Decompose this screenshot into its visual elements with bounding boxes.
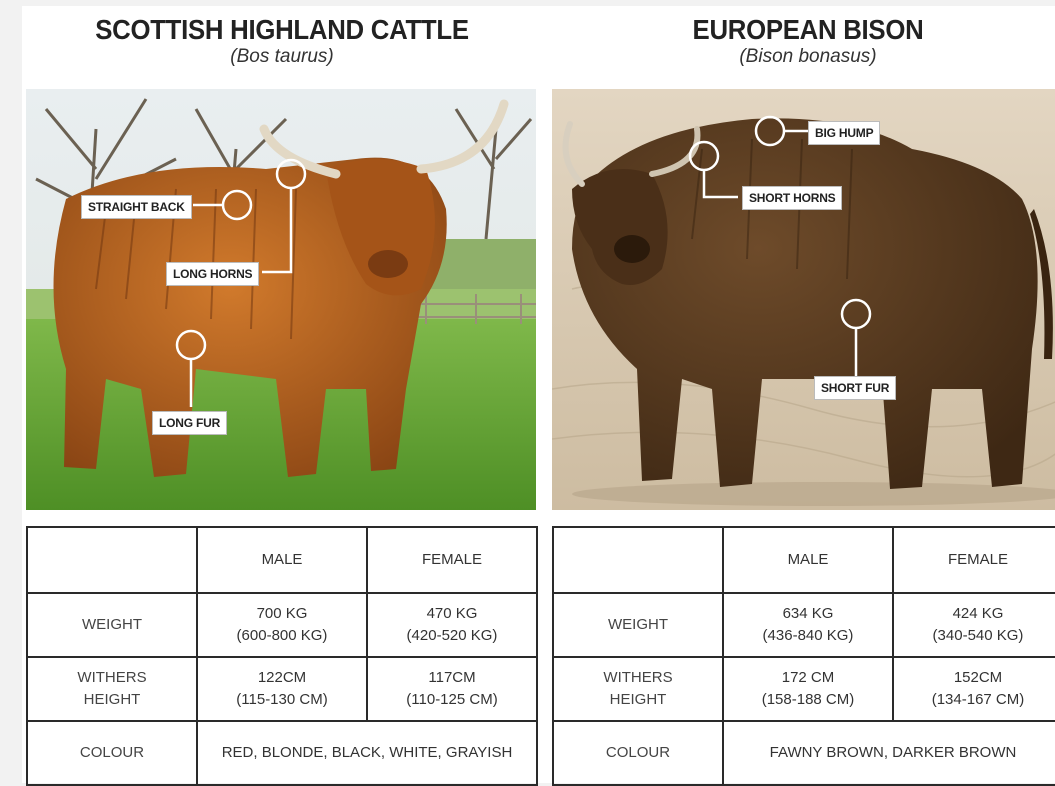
table-row-withers: WITHERS HEIGHT 122CM (115-130 CM) 117CM … xyxy=(26,656,538,722)
weight-female-range: (340-540 KG) xyxy=(932,627,1024,644)
infographic-sheet: SCOTTISH HIGHLAND CATTLE (Bos taurus) xyxy=(22,6,1055,786)
callout-straight-back: STRAIGHT BACK xyxy=(81,195,192,219)
table-header-row: MALE FEMALE xyxy=(26,526,538,594)
bison-scientific-name: (Bison bonasus) xyxy=(739,46,877,67)
bison-illustration xyxy=(552,89,1055,510)
withers-label-line2: HEIGHT xyxy=(609,691,667,708)
callout-long-fur: LONG FUR xyxy=(152,411,228,435)
cattle-illustration xyxy=(26,89,536,510)
cattle-scientific-name: (Bos taurus) xyxy=(230,46,334,67)
callout-short-horns: SHORT HORNS xyxy=(742,186,843,210)
withers-male-value: 122CM xyxy=(257,669,307,686)
cattle-photo: STRAIGHT BACK LONG HORNS LONG FUR xyxy=(26,89,536,510)
table-row-colour: COLOUR RED, BLONDE, BLACK, WHITE, GRAYIS… xyxy=(26,720,538,786)
weight-female-range: (420-520 KG) xyxy=(406,627,498,644)
cell-withers-male: 172 CM (158-188 CM) xyxy=(722,656,894,722)
withers-label-line1: WITHERS xyxy=(77,669,147,686)
cell-colour-value: RED, BLONDE, BLACK, WHITE, GRAYISH xyxy=(196,720,538,786)
row-label-weight: WEIGHT xyxy=(26,592,198,658)
row-label-withers: WITHERS HEIGHT xyxy=(26,656,198,722)
table-row-weight: WEIGHT 634 KG (436-840 KG) 424 KG (340-5… xyxy=(552,592,1055,658)
table-row-colour: COLOUR FAWNY BROWN, DARKER BROWN xyxy=(552,720,1055,786)
bison-table: MALE FEMALE WEIGHT 634 KG (436-840 KG) 4… xyxy=(552,526,1055,786)
weight-male-range: (436-840 KG) xyxy=(762,627,854,644)
withers-label-line1: WITHERS xyxy=(603,669,673,686)
bison-column: EUROPEAN BISON (Bison bonasus) xyxy=(552,6,1055,786)
withers-male-range: (115-130 CM) xyxy=(236,691,328,708)
row-label-withers: WITHERS HEIGHT xyxy=(552,656,724,722)
weight-male-range: (600-800 KG) xyxy=(236,627,328,644)
cell-withers-female: 117CM (110-125 CM) xyxy=(366,656,538,722)
withers-female-range: (110-125 CM) xyxy=(406,691,498,708)
table-corner-cell xyxy=(26,526,198,594)
weight-female-value: 470 KG xyxy=(426,605,478,622)
cattle-table: MALE FEMALE WEIGHT 700 KG (600-800 KG) 4… xyxy=(26,526,538,786)
callout-long-horns: LONG HORNS xyxy=(166,262,260,286)
callout-short-fur: SHORT FUR xyxy=(814,376,897,400)
cell-weight-male: 700 KG (600-800 KG) xyxy=(196,592,368,658)
header-female: FEMALE xyxy=(892,526,1055,594)
cell-weight-female: 470 KG (420-520 KG) xyxy=(366,592,538,658)
weight-male-value: 700 KG xyxy=(256,605,308,622)
cell-colour-value: FAWNY BROWN, DARKER BROWN xyxy=(722,720,1055,786)
row-label-colour: COLOUR xyxy=(552,720,724,786)
cell-weight-male: 634 KG (436-840 KG) xyxy=(722,592,894,658)
table-corner-cell xyxy=(552,526,724,594)
cattle-title: SCOTTISH HIGHLAND CATTLE xyxy=(95,14,469,45)
table-header-row: MALE FEMALE xyxy=(552,526,1055,594)
callout-big-hump: BIG HUMP xyxy=(808,121,881,145)
cattle-column: SCOTTISH HIGHLAND CATTLE (Bos taurus) xyxy=(26,6,538,786)
withers-female-range: (134-167 CM) xyxy=(931,691,1025,708)
bison-title: EUROPEAN BISON xyxy=(692,14,924,45)
weight-female-value: 424 KG xyxy=(952,605,1004,622)
withers-male-range: (158-188 CM) xyxy=(761,691,855,708)
table-row-weight: WEIGHT 700 KG (600-800 KG) 470 KG (420-5… xyxy=(26,592,538,658)
header-female: FEMALE xyxy=(366,526,538,594)
bison-photo: BIG HUMP SHORT HORNS SHORT FUR xyxy=(552,89,1055,510)
table-row-withers: WITHERS HEIGHT 172 CM (158-188 CM) 152CM… xyxy=(552,656,1055,722)
cell-withers-female: 152CM (134-167 CM) xyxy=(892,656,1055,722)
header-male: MALE xyxy=(196,526,368,594)
cell-weight-female: 424 KG (340-540 KG) xyxy=(892,592,1055,658)
cell-withers-male: 122CM (115-130 CM) xyxy=(196,656,368,722)
row-label-weight: WEIGHT xyxy=(552,592,724,658)
weight-male-value: 634 KG xyxy=(782,605,834,622)
row-label-colour: COLOUR xyxy=(26,720,198,786)
withers-female-value: 152CM xyxy=(953,669,1003,686)
withers-male-value: 172 CM xyxy=(781,669,835,686)
withers-label-line2: HEIGHT xyxy=(83,691,141,708)
header-male: MALE xyxy=(722,526,894,594)
withers-female-value: 117CM xyxy=(428,669,476,686)
